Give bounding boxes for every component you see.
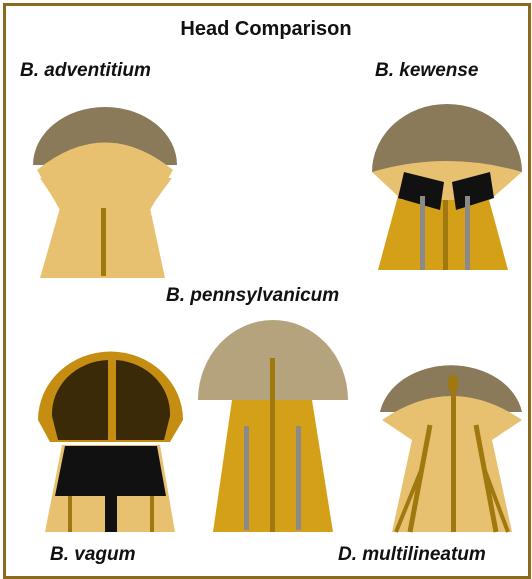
midline — [451, 388, 456, 532]
stripe — [465, 196, 470, 270]
head-vagum — [38, 352, 183, 532]
midline — [101, 208, 106, 276]
stripe — [420, 196, 425, 270]
ocellus — [448, 374, 458, 394]
stripe — [443, 200, 448, 270]
head-multilineatum — [380, 365, 522, 532]
head-adventitium — [33, 107, 177, 278]
stripe — [150, 496, 154, 532]
midline — [270, 358, 275, 532]
center-bar — [105, 494, 117, 532]
neck — [372, 161, 522, 200]
head-kewense — [372, 104, 522, 270]
head-pennsylvanicum — [198, 320, 348, 532]
stripe — [244, 426, 249, 530]
stripe — [68, 496, 72, 532]
stripe — [296, 426, 301, 530]
black-band — [55, 446, 166, 496]
